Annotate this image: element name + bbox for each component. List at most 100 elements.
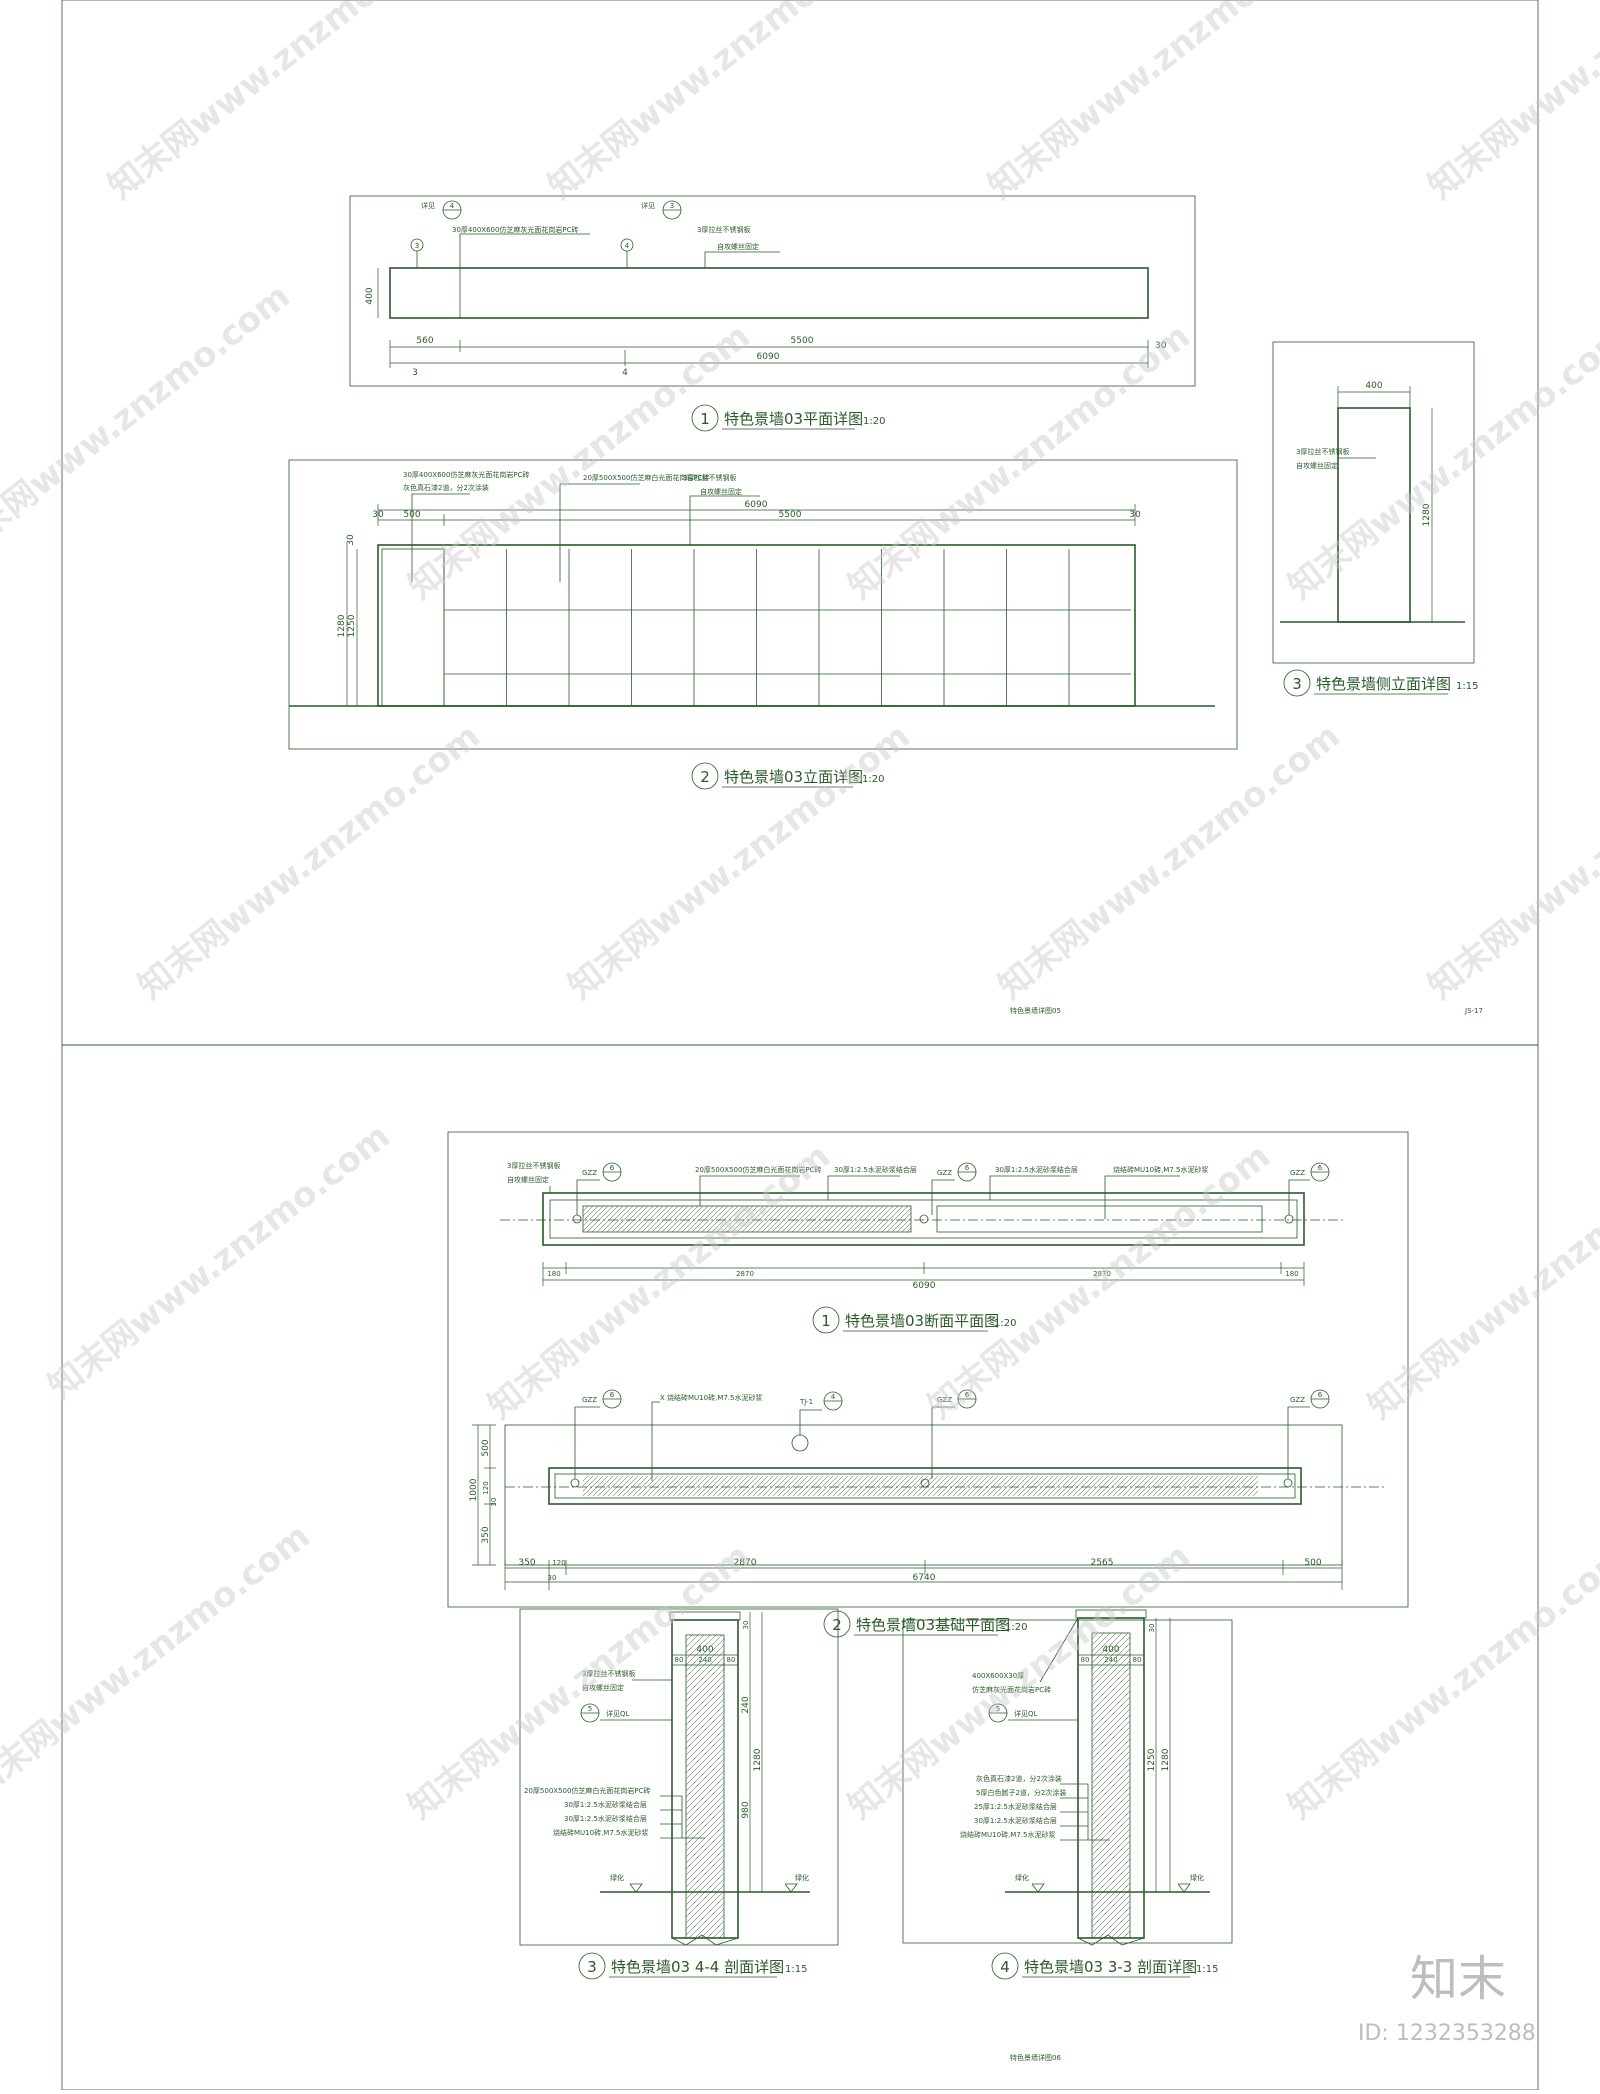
elev-dim-500: 500	[403, 510, 420, 520]
s44-note-granite: 20厚500X500仿芝麻白光面花岗岩PC砖	[524, 1786, 651, 1795]
sp-gzz-n-3: 6	[1318, 1164, 1323, 1172]
s33-note-granite: 仿芝麻灰光面花岗岩PC砖	[972, 1685, 1051, 1694]
plan-axis-3: 3	[412, 368, 418, 378]
s44-dim-1280: 1280	[753, 1748, 763, 1771]
elev-dim-5500: 5500	[779, 510, 802, 520]
fp-dim-6740: 6740	[913, 1573, 936, 1583]
sp-gzz-n-1: 6	[610, 1164, 615, 1172]
fp-title-num: 2	[832, 1616, 842, 1634]
fp-dim-350: 350	[518, 1558, 535, 1568]
plan-axis-4: 4	[622, 368, 628, 378]
elev-note-granite-white: 20厚500X500仿芝麻白光面花岗岩PC砖	[583, 473, 710, 482]
plan-dim-400: 400	[365, 287, 375, 304]
fp-gzz-n-2: 6	[965, 1391, 970, 1399]
plan-note-steel: 3厚拉丝不锈钢板	[697, 225, 750, 234]
plan-note-screw: 自攻螺丝固定	[717, 242, 759, 251]
brand-id: ID: 1232353288	[1358, 2021, 1536, 2046]
sp-scale: 1:20	[994, 1318, 1016, 1329]
s44-ground-r: 绿化	[795, 1873, 809, 1882]
brand-logo: 知末	[1410, 1951, 1506, 2007]
s33-dim-1250: 1250	[1147, 1748, 1157, 1771]
watermark-text: 知末网www.znzmo.com	[981, 0, 1338, 207]
sp-note-screw: 自攻螺丝固定	[507, 1175, 549, 1184]
fp-gzz-n-3: 6	[1318, 1391, 1323, 1399]
foundation-plan-detail: X 烧结砖MU10砖,M7.5水泥砂浆 TJ-1 4 GZZ 6 GZZ 6 G…	[469, 1389, 1385, 1638]
s44-tag-n: 5	[588, 1705, 592, 1713]
sheet1-page-no: JS-17	[1464, 1007, 1483, 1015]
sheet2-footer: 特色景墙详图06	[1010, 2053, 1061, 2062]
side-elevation-detail: 400 1280 3厚拉丝不锈钢板 自攻螺丝固定 3 特色景墙侧立面详图 1:1…	[1272, 341, 1478, 697]
plan-tag-label-1: 详见	[421, 201, 435, 210]
fp-tj-n: 4	[831, 1393, 836, 1401]
sp-gzz-tags: GZZ 6 GZZ 6 GZZ 6	[576, 1162, 1330, 1215]
side-title-num: 3	[1292, 675, 1302, 693]
sp-dim-180-l: 180	[547, 1270, 560, 1278]
s44-note-screw: 自攻螺丝固定	[582, 1683, 624, 1692]
side-dim-400: 400	[1365, 381, 1382, 391]
side-scale: 1:15	[1456, 681, 1478, 692]
elevation-detail: 30厚400X600仿芝麻灰光面花岗岩PC砖 灰色真石漆2道，分2次涂装 20厚…	[288, 459, 1238, 790]
s44-title-num: 3	[587, 1958, 597, 1976]
sp-gzz-3: GZZ	[1290, 1169, 1305, 1177]
watermark-text: 知末网www.znzmo.com	[1421, 0, 1600, 207]
sp-gzz-2: GZZ	[937, 1169, 952, 1177]
fp-dim-500-b: 500	[1304, 1558, 1321, 1568]
watermark-text: 知末网www.znzmo.com	[1421, 716, 1600, 1007]
s33-dim-400: 400	[1102, 1645, 1119, 1655]
s44-dim-80-l: 80	[675, 1656, 684, 1664]
plan-dim-560: 560	[416, 336, 433, 346]
s33-dim-80-r: 80	[1133, 1656, 1142, 1664]
sp-note-steel: 3厚拉丝不锈钢板	[507, 1161, 560, 1170]
s44-scale: 1:15	[785, 1964, 807, 1975]
elev-dim-30-top: 30	[346, 534, 356, 546]
fp-note-brick: X 烧结砖MU10砖,M7.5水泥砂浆	[660, 1393, 763, 1402]
s33-note-brick: 烧结砖MU10砖,M7.5水泥砂浆	[960, 1830, 1055, 1839]
elev-note-steel: 3厚拉丝不锈钢板	[683, 473, 736, 482]
sp-note-mortar-1: 30厚1:2.5水泥砂浆结合层	[834, 1165, 917, 1174]
sp-note-mortar-2: 30厚1:2.5水泥砂浆结合层	[995, 1165, 1078, 1174]
s44-ground-l: 绿化	[610, 1873, 624, 1882]
s33-ground-l: 绿化	[1015, 1873, 1029, 1882]
s44-dim-240: 240	[698, 1656, 711, 1664]
s44-dim-980: 980	[741, 1801, 751, 1818]
sheet1-footer: 特色景墙详图05	[1010, 1006, 1061, 1015]
s44-dim-30: 30	[742, 1621, 750, 1630]
fp-dim-2565: 2565	[1091, 1558, 1114, 1568]
elev-note-screw: 自攻螺丝固定	[700, 487, 742, 496]
watermark-layer: 知末网www.znzmo.com 知末网www.znzmo.com 知末网www.z…	[0, 0, 1600, 1827]
plan-title: 特色景墙03平面详图	[724, 410, 863, 428]
elev-dim-30-right: 30	[1129, 510, 1141, 520]
fp-dim-120: 120	[552, 1559, 565, 1567]
s33-dim-240: 240	[1104, 1656, 1117, 1664]
s44-title: 特色景墙03 4-4 剖面详图	[611, 1958, 784, 1976]
s33-dim-30: 30	[1148, 1624, 1156, 1633]
sp-gzz-n-2: 6	[965, 1164, 970, 1172]
s44-note-mortar-2: 30厚1:2.5水泥砂浆结合层	[564, 1814, 647, 1823]
fp-gzz-n-1: 6	[610, 1391, 615, 1399]
watermark-text: 知末网www.znzmo.com	[0, 1516, 318, 1807]
s44-dim-400: 400	[696, 1645, 713, 1655]
s44-note-mortar-1: 30厚1:2.5水泥砂浆结合层	[564, 1800, 647, 1809]
fp-gzz-2: GZZ	[937, 1396, 952, 1404]
s33-ground-r: 绿化	[1190, 1873, 1204, 1882]
hatch-pattern	[686, 1635, 724, 1938]
s33-dim-1280: 1280	[1161, 1748, 1171, 1771]
fp-gzz-3: GZZ	[1290, 1396, 1305, 1404]
watermark-text: 知末网www.znzmo.com	[1281, 1536, 1600, 1827]
sp-note-brick: 烧结砖MU10砖,M7.5水泥砂浆	[1113, 1165, 1208, 1174]
hatch-pattern	[583, 1206, 911, 1232]
fp-gzz-1: GZZ	[582, 1396, 597, 1404]
section-plan-detail: 3厚拉丝不锈钢板 自攻螺丝固定 20厚500X500仿芝麻白光面花岗岩PC砖 3…	[447, 1131, 1409, 1608]
hatch-pattern	[583, 1476, 1258, 1496]
s44-dim-240-v: 240	[741, 1696, 751, 1713]
s33-tag: 详见QL	[1014, 1709, 1038, 1718]
fp-dim-120-l: 120	[482, 1481, 490, 1494]
plan-circle-3: 3	[415, 242, 419, 250]
plan-note-granite: 30厚400X600仿芝麻灰光面花岗岩PC砖	[452, 225, 579, 234]
s33-note-size: 400X600X30厚	[972, 1672, 1024, 1680]
plan-detail: 4 详见 3 详见 30厚400X600仿芝麻灰光面花岗岩PC砖 3厚拉丝不锈钢…	[349, 195, 1196, 432]
fp-dim-350-l: 350	[481, 1526, 491, 1543]
elev-dim-1280: 1280	[337, 614, 347, 637]
elev-dim-6090: 6090	[745, 500, 768, 510]
